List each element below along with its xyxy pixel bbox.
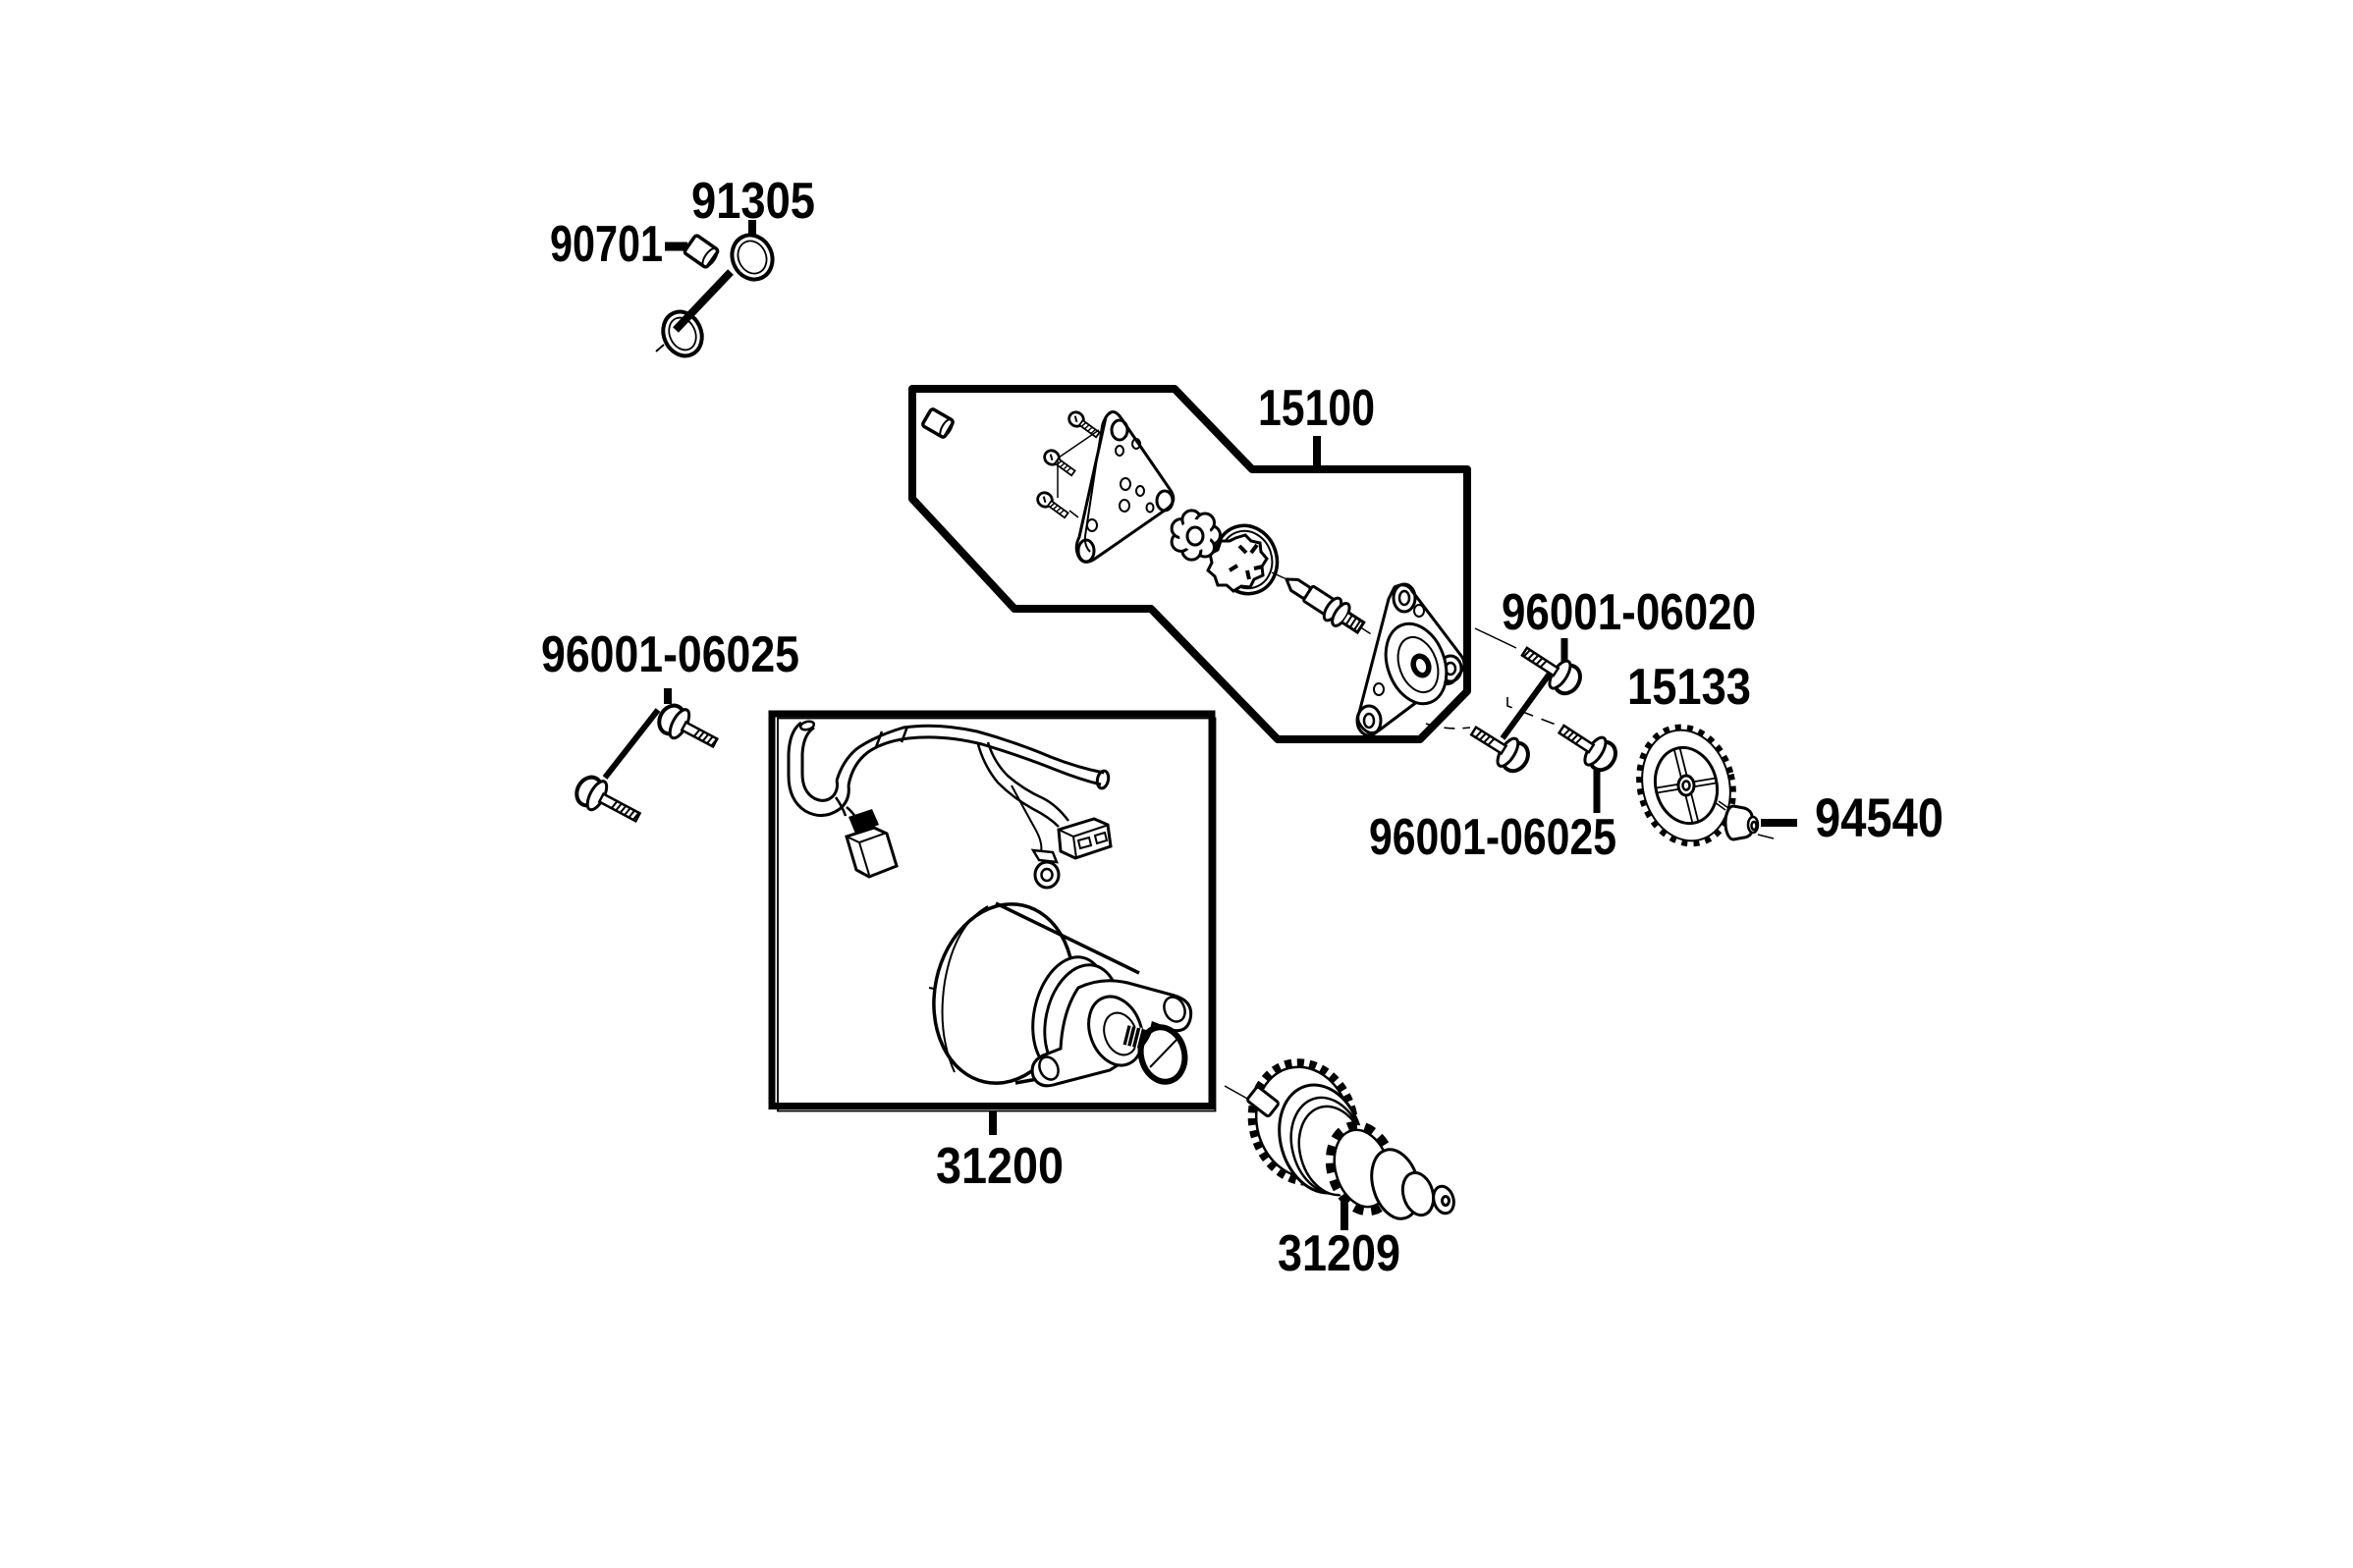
svg-text:94540: 94540 xyxy=(1815,786,1943,848)
svg-text:96001-06020: 96001-06020 xyxy=(1502,584,1756,641)
svg-text:31209: 31209 xyxy=(1278,1225,1400,1282)
svg-text:31200: 31200 xyxy=(936,1138,1064,1195)
svg-text:96001-06025: 96001-06025 xyxy=(1369,809,1616,866)
svg-text:15100: 15100 xyxy=(1258,380,1375,437)
svg-text:90701: 90701 xyxy=(550,216,663,273)
svg-text:96001-06025: 96001-06025 xyxy=(541,626,799,683)
svg-text:15133: 15133 xyxy=(1627,659,1751,716)
